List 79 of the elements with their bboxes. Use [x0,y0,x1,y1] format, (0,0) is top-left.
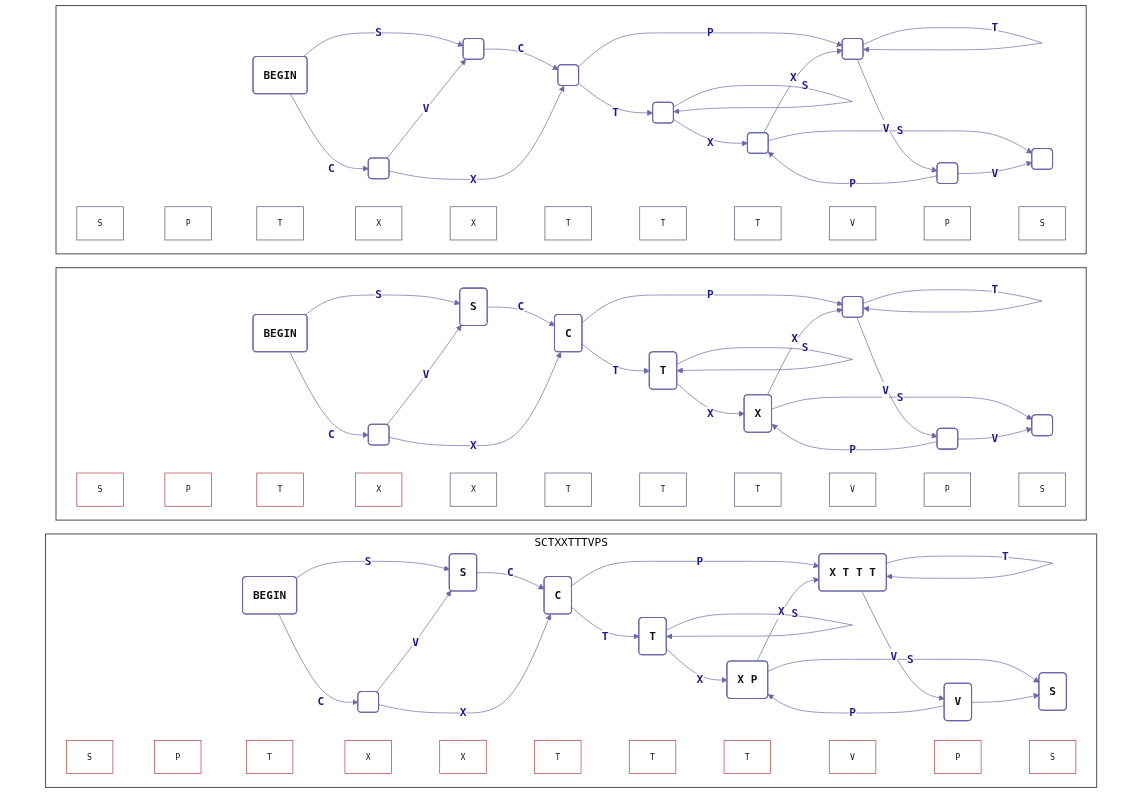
edge-label: X [707,136,715,150]
edge-label: X [791,332,799,346]
edge-label: P [849,176,857,190]
node-box: T [724,740,772,774]
node-box: X [439,740,487,774]
node-box: T [629,740,677,774]
node-box: T [545,472,593,507]
edge-label: X [460,706,467,720]
node-box: V [829,206,877,241]
node-box: S [76,206,125,241]
node-box: S [1018,206,1067,241]
edge-label: C [517,299,525,314]
edge-label: S [897,123,904,138]
node-box: S [1029,740,1077,774]
node-box: V [829,472,877,507]
node-box: P [924,206,972,241]
node-box: X [450,472,498,507]
edge-label: S [791,607,799,621]
node-box: P [934,740,982,774]
node-box: X [344,740,393,774]
node-box: P [924,472,972,507]
edge-label: S [907,652,915,666]
edge-label: T [602,629,609,643]
edge-label: P [697,554,704,568]
cluster [55,5,1088,255]
edge-label: S [365,554,372,568]
edge-label: S [802,78,809,92]
node-box: V [829,740,877,774]
edge-label: X [778,604,785,618]
node-box: T [545,206,593,241]
edge-label: P [849,706,857,720]
edge-label: P [707,288,715,302]
edge-label: X [697,672,704,686]
edge-label: V [883,121,890,135]
edge-label: S [802,340,809,354]
node-box: T [734,206,782,241]
edge-label: C [507,565,515,579]
edge-label: C [328,427,335,441]
node-box: P [164,472,213,507]
node-box: X [450,206,498,241]
edge-label: P [707,25,715,40]
edge-label: T [612,363,620,377]
edge-label: C [328,161,335,175]
edge-label: S [897,390,904,404]
edge-label: V [890,649,898,664]
node-box: T [734,472,782,507]
edge-label: T [1002,549,1009,563]
node-box: T [256,472,305,507]
edge-label: V [991,166,999,180]
node-box: T [534,740,582,774]
node-box: S [66,740,114,774]
edge-label: P [849,442,857,457]
node-box: S [76,472,125,507]
cluster [55,267,1088,521]
edge-label: V [423,101,430,115]
edge-label: X [470,438,478,452]
node-box: P [164,206,213,241]
node-box: T [639,206,688,241]
node-box: T [256,206,305,241]
edge-label: X [470,172,478,186]
edge-label: T [991,282,999,297]
edge-label: T [612,105,620,119]
node-box: X [355,206,403,241]
node-box: P [154,740,202,774]
node-box: T [639,472,688,507]
node-box: T [246,740,294,774]
edge-label: X [790,70,798,84]
edge-label: V [423,368,430,382]
edge-label: C [517,41,525,56]
edge-label: V [412,635,420,649]
edge-label: X [707,406,715,420]
node-box: S [1018,472,1067,507]
edge-label: V [882,383,890,397]
edge-label: S [375,25,383,40]
edge-label: V [991,431,999,445]
edge-label: S [375,288,383,302]
node-box: X [355,472,403,507]
edge-label: T [991,20,999,34]
edge-label: C [317,694,325,709]
